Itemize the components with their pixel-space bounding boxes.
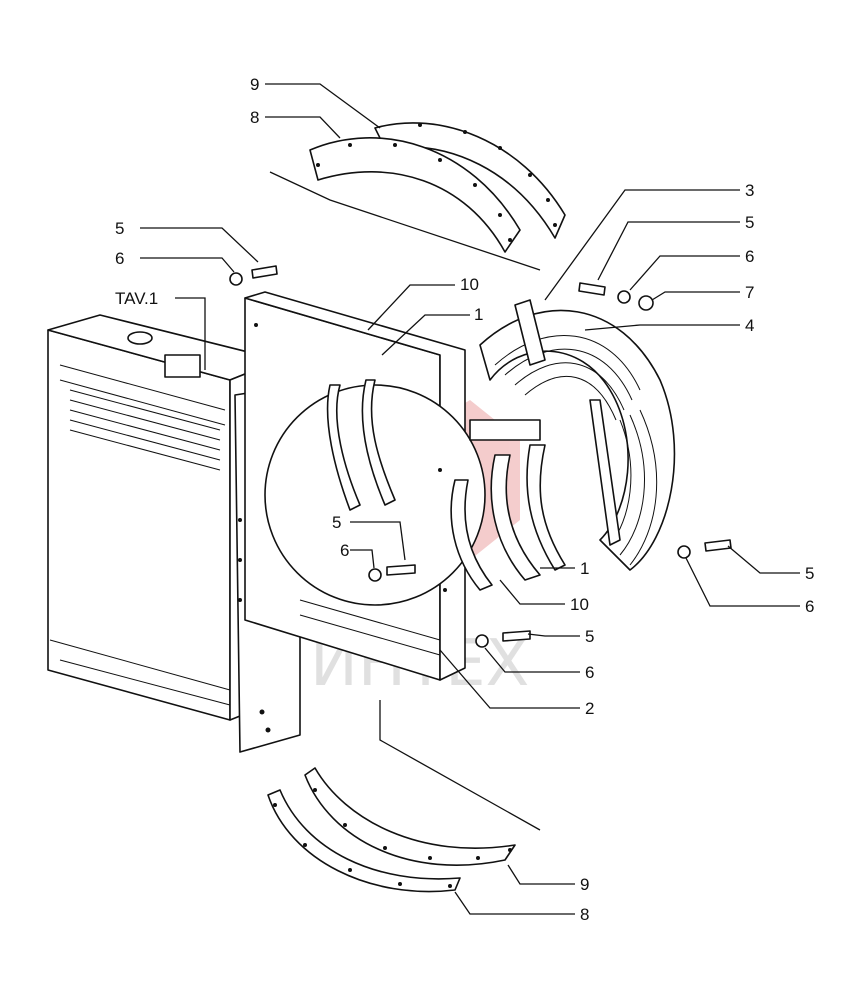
label-9-bottom: 9 — [580, 875, 589, 894]
label-2: 2 — [585, 699, 594, 718]
label-4: 4 — [745, 316, 754, 335]
label-1-mid: 1 — [474, 305, 483, 324]
inner-seal-strips-lower — [450, 444, 566, 591]
shroud-frame — [244, 291, 486, 681]
label-1-lower: 1 — [580, 559, 589, 578]
label-6-right: 6 — [745, 247, 754, 266]
label-9-top: 9 — [250, 75, 259, 94]
upper-shroud-segments — [309, 122, 566, 253]
label-10-mid: 10 — [460, 275, 479, 294]
label-5-bottom: 5 — [585, 627, 594, 646]
label-3: 3 — [745, 181, 754, 200]
label-7: 7 — [745, 283, 754, 302]
label-6-center: 6 — [340, 541, 349, 560]
hardware — [229, 265, 732, 648]
inner-seal-strips-upper — [326, 379, 396, 511]
label-5-right: 5 — [745, 213, 754, 232]
label-6-fan: 6 — [805, 597, 814, 616]
label-5-left: 5 — [115, 219, 124, 238]
label-5-fan: 5 — [805, 564, 814, 583]
fan-guard — [469, 299, 676, 571]
label-8-bottom: 8 — [580, 905, 589, 924]
leader-lines — [140, 83, 800, 915]
label-8-top: 8 — [250, 108, 259, 127]
part-labels: 9 8 5 6 TAV.1 10 1 3 5 6 7 4 5 6 5 6 1 1… — [115, 75, 814, 924]
label-6-left: 6 — [115, 249, 124, 268]
label-10-lower: 10 — [570, 595, 589, 614]
label-5-center: 5 — [332, 513, 341, 532]
label-tav: TAV.1 — [115, 289, 158, 308]
lower-shroud-segments — [267, 767, 516, 893]
label-6-bottom: 6 — [585, 663, 594, 682]
